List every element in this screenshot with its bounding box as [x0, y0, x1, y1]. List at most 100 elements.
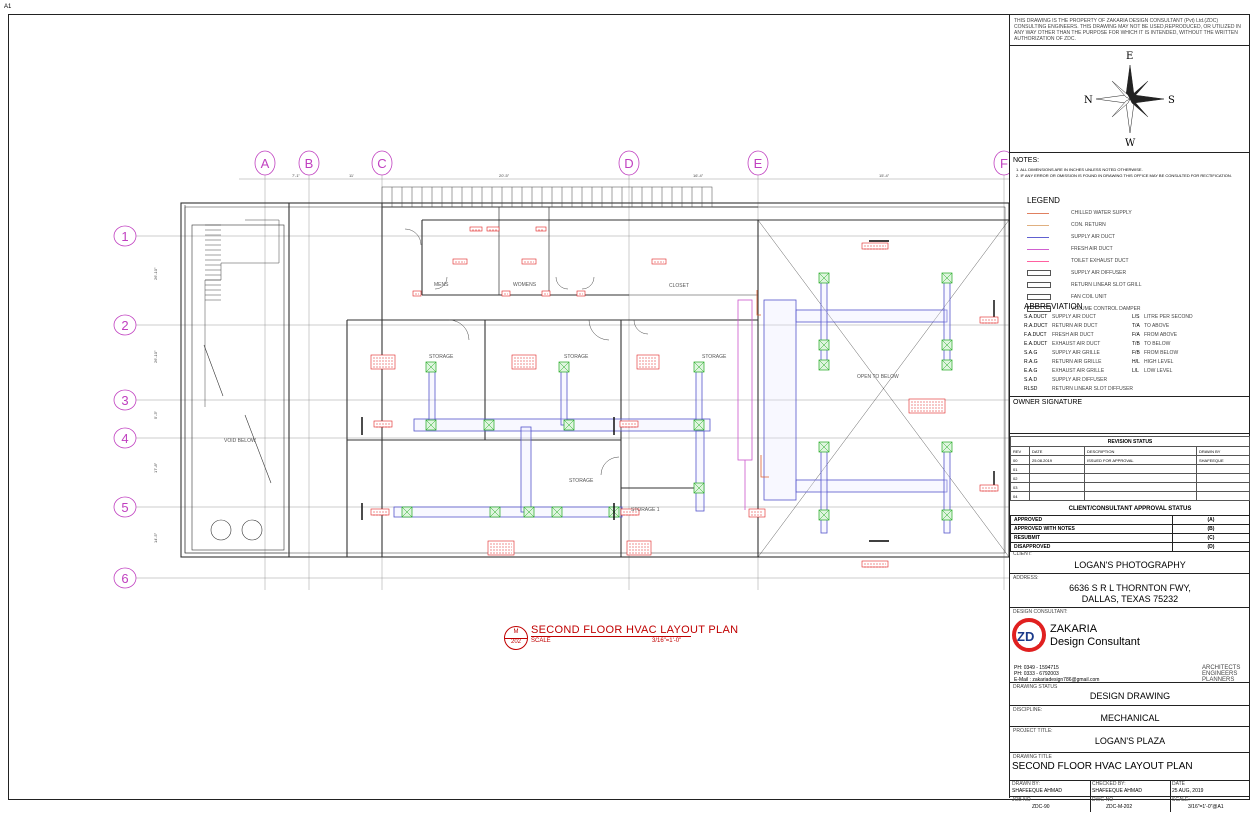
legend-label: RETURN LINEAR SLOT GRILL	[1071, 282, 1142, 288]
abbr-value: RETURN LINEAR SLOT DIFFUSER	[1052, 386, 1134, 392]
room-label-womens: WOMENS	[513, 282, 537, 288]
grid-bubble-row: 3	[113, 389, 137, 411]
abbr-value-2: TO BELOW	[1144, 341, 1171, 347]
legend-item: SUPPLY AIR DIFFUSER	[1027, 268, 1247, 278]
supply-diffuser-icon	[941, 509, 953, 521]
grid-dimension-row: 26'-10"	[153, 350, 158, 363]
compass-e: E	[1126, 51, 1133, 62]
divider	[1010, 752, 1250, 753]
equipment-tag	[452, 258, 468, 265]
supply-diffuser-icon	[818, 441, 830, 453]
grid-bubble-col: D	[618, 150, 640, 176]
legend-label: SUPPLY AIR DUCT	[1071, 234, 1115, 240]
abbr-value-2: FROM BELOW	[1144, 350, 1179, 356]
note-item: 2. IF ANY ERROR OR OMISSION IS FOUND IN …	[1016, 173, 1232, 178]
revision-cell-by	[1196, 473, 1250, 483]
equipment-tag	[651, 258, 667, 265]
notes-list: 1. ALL DIMENSIONS ARE IN INCHES UNLESS N…	[1016, 167, 1246, 179]
equipment-tag	[487, 540, 515, 556]
revision-cell-by	[1196, 491, 1250, 501]
grid-bubble-row: 6	[113, 567, 137, 589]
drawing-title-label: DRAWING TITLE	[1013, 754, 1052, 760]
legend-label: TOILET EXHAUST DUCT	[1071, 258, 1129, 264]
abbr-value: SUPPLY AIR DIFFUSER	[1052, 377, 1108, 383]
revision-cell-date	[1029, 464, 1085, 474]
consultant-name-1: ZAKARIA	[1050, 623, 1098, 635]
supply-diffuser-icon	[941, 272, 953, 284]
grid-bubble-col: E	[747, 150, 769, 176]
grid-label: D	[624, 156, 633, 171]
legend-label: VOLUME CONTROL DAMPER	[1071, 306, 1141, 312]
doors	[404, 228, 649, 476]
approval-row: APPROVED(A)	[1010, 515, 1250, 525]
room-label-storage-1: STORAGE	[429, 354, 454, 360]
abbr-value: EXHAUST AIR DUCT	[1052, 341, 1101, 347]
grid-bubble-row: 4	[113, 427, 137, 449]
supply-diffuser-icon	[941, 441, 953, 453]
equipment-tag	[370, 508, 390, 516]
divider	[1010, 607, 1250, 608]
abbr-value-2: HIGH LEVEL	[1144, 359, 1174, 365]
compass-w: W	[1125, 138, 1136, 149]
grid-bubble-row: 2	[113, 314, 137, 336]
supply-diffuser-icon	[818, 509, 830, 521]
abbr-key: S.A.D	[1024, 377, 1038, 383]
drawn-by-value: SHAFEEQUE AHMAD	[1012, 788, 1063, 794]
address-line-2: DALLAS, TEXAS 75232	[1081, 594, 1179, 604]
revision-row: 02	[1010, 473, 1250, 483]
legend-item: FRESH AIR DUCT	[1027, 244, 1247, 254]
disclaimer-text: THIS DRAWING IS THE PROPERTY OF ZAKARIA …	[1014, 18, 1241, 42]
project-label: PROJECT TITLE:	[1013, 728, 1053, 734]
approval-code: (B)	[1172, 524, 1250, 534]
plan-title: SECOND FLOOR HVAC LAYOUT PLAN	[531, 624, 739, 636]
discipline-value: MECHANICAL	[1100, 713, 1160, 723]
abbr-value-2: TO ABOVE	[1144, 323, 1170, 329]
approval-heading: CLIENT/CONSULTANT APPROVAL STATUS	[1068, 506, 1192, 512]
approval-label: APPROVED WITH NOTES	[1010, 524, 1173, 534]
equipment-tags	[370, 226, 999, 568]
dwg-no-value: ZDC-M-202	[1106, 804, 1133, 810]
equipment-tag	[576, 290, 586, 297]
supply-diffuser-icon	[425, 361, 437, 373]
abbr-value: SUPPLY AIR DUCT	[1052, 314, 1096, 320]
grid-label: B	[305, 156, 314, 171]
compass-n: N	[1084, 95, 1093, 106]
grid-bubble-row: 5	[113, 496, 137, 518]
abbr-key-2: L/L	[1132, 368, 1139, 374]
grid-label: C	[377, 156, 386, 171]
legend-sample-icon	[1027, 249, 1049, 250]
revision-cell-desc: ISSUED FOR APPROVAL	[1084, 455, 1197, 465]
abbr-key: S.A.G	[1024, 350, 1038, 356]
abbr-value: RETURN AIR DUCT	[1052, 323, 1098, 329]
revision-col-date: DATE	[1029, 446, 1085, 456]
equipment-tag	[748, 508, 766, 518]
phone-2: PH: 0333 - 6792003	[1014, 671, 1059, 677]
address-line-1: 6636 S R L THORNTON FWY,	[1069, 583, 1191, 593]
abbr-key-2: H/L	[1132, 359, 1140, 365]
equipment-tag	[861, 560, 889, 568]
consultant-logo-block: ZD ZAKARIA Design Consultant PH: 0349 - …	[1012, 617, 1248, 683]
abbr-key: E.A.G	[1024, 368, 1038, 374]
grid-dimension-row: 5'-3"	[153, 410, 158, 419]
equipment-tag	[535, 226, 547, 232]
legend-sample-icon	[1027, 282, 1051, 288]
legend-item: RETURN LINEAR SLOT GRILL	[1027, 280, 1247, 290]
compass-s: S	[1168, 95, 1175, 106]
equipment-tag	[626, 540, 652, 556]
abbr-key: R.A.DUCT	[1024, 323, 1048, 329]
approval-row: APPROVED WITH NOTES(B)	[1010, 524, 1250, 534]
scale-label: SCALE:	[1172, 797, 1190, 803]
supply-diffuser-icon	[425, 419, 437, 431]
abbr-value: EXHAUST AIR GRILLE	[1052, 368, 1105, 374]
logo-letters: ZD	[1017, 629, 1034, 644]
equipment-tag	[469, 226, 483, 232]
drawn-by-label: DRAWN BY:	[1012, 781, 1040, 787]
revision-cell-rev: 04	[1010, 491, 1030, 501]
abbreviation-heading: ABBREVIATION	[1024, 302, 1083, 311]
consultant-name-2: Design Consultant	[1050, 636, 1140, 648]
checked-by-label: CHECKED BY:	[1092, 781, 1126, 787]
room-label-closet: CLOSET	[669, 283, 689, 289]
status-value: DESIGN DRAWING	[1089, 691, 1171, 701]
revision-cell-date	[1029, 482, 1085, 492]
supply-diffuser-icon	[941, 359, 953, 371]
